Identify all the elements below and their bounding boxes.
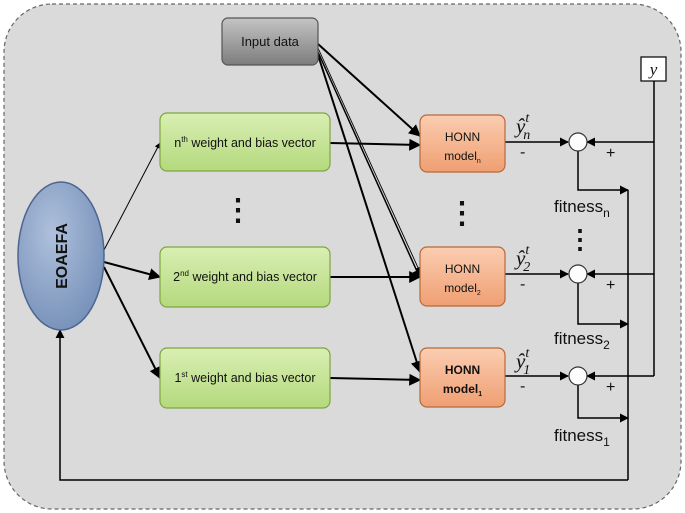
minus-sign-2: - bbox=[520, 276, 525, 293]
comparator-n bbox=[568, 132, 588, 152]
edge-sum-1-to-fitness-1 bbox=[577, 385, 629, 423]
vector-node-1: 1st weight and bias vector bbox=[159, 347, 331, 409]
vector-2-label: 2nd weight and bias vector bbox=[173, 269, 317, 284]
model-node-n: HONN modeln bbox=[419, 114, 506, 173]
optimizer-node: EOAEFA bbox=[17, 181, 105, 331]
comparator-1 bbox=[568, 366, 588, 386]
fitness-label-n: fitnessn bbox=[554, 197, 610, 220]
ellipsis-vectors: ⋮ bbox=[223, 194, 253, 227]
edge-optimizer-to-vector-1 bbox=[103, 266, 161, 380]
model-2-line2: model2 bbox=[444, 281, 481, 297]
model-node-2: HONN model2 bbox=[419, 246, 506, 307]
minus-sign-1: - bbox=[520, 378, 525, 395]
optimizer-label: EOAEFA bbox=[54, 223, 71, 289]
edge-input-to-model-2 bbox=[317, 51, 421, 279]
edge-input-to-model-2-thin bbox=[317, 47, 421, 273]
vector-node-n: nth weight and bias vector bbox=[159, 112, 331, 172]
connections bbox=[55, 43, 655, 481]
input-data-node: Input data bbox=[221, 17, 319, 66]
vector-n-label: nth weight and bias vector bbox=[174, 135, 315, 150]
edge-input-to-model-1 bbox=[317, 54, 423, 374]
input-data-label: Input data bbox=[241, 34, 300, 49]
plus-sign-1: + bbox=[606, 379, 615, 396]
model-2-line1: HONN bbox=[445, 262, 480, 276]
ellipsis-fitness: ⋮ bbox=[567, 224, 593, 254]
minus-sign-n: - bbox=[520, 144, 525, 161]
fitness-label-1: fitness1 bbox=[554, 426, 610, 449]
ellipsis-models: ⋮ bbox=[447, 197, 477, 230]
model-n-line2: modeln bbox=[444, 149, 481, 165]
edge-vector-1-to-model-1 bbox=[329, 373, 422, 386]
model-node-1: HONN model1 bbox=[419, 347, 506, 408]
comparator-2 bbox=[568, 264, 588, 284]
edge-input-to-model-n bbox=[317, 43, 421, 137]
fitness-label-2: fitness2 bbox=[554, 329, 610, 352]
target-y-node: y bbox=[640, 56, 667, 82]
edge-vector-n-to-model-n bbox=[329, 138, 422, 151]
model-1-line1: HONN bbox=[445, 363, 480, 377]
edge-feedback-to-optimizer bbox=[55, 329, 628, 481]
edge-optimizer-to-vector-2 bbox=[103, 261, 162, 281]
edge-optimizer-to-vector-n bbox=[103, 142, 161, 251]
vector-node-2: 2nd weight and bias vector bbox=[159, 246, 331, 308]
vector-1-label: 1st weight and bias vector bbox=[174, 370, 315, 385]
model-1-line2: model1 bbox=[443, 382, 482, 398]
model-n-line1: HONN bbox=[445, 130, 480, 144]
plus-sign-2: + bbox=[606, 277, 615, 294]
edge-sum-n-to-fitness-n bbox=[577, 151, 629, 195]
target-y-label: y bbox=[648, 60, 658, 79]
edge-sum-2-to-fitness-2 bbox=[577, 283, 629, 329]
plus-sign-n: + bbox=[606, 145, 615, 162]
